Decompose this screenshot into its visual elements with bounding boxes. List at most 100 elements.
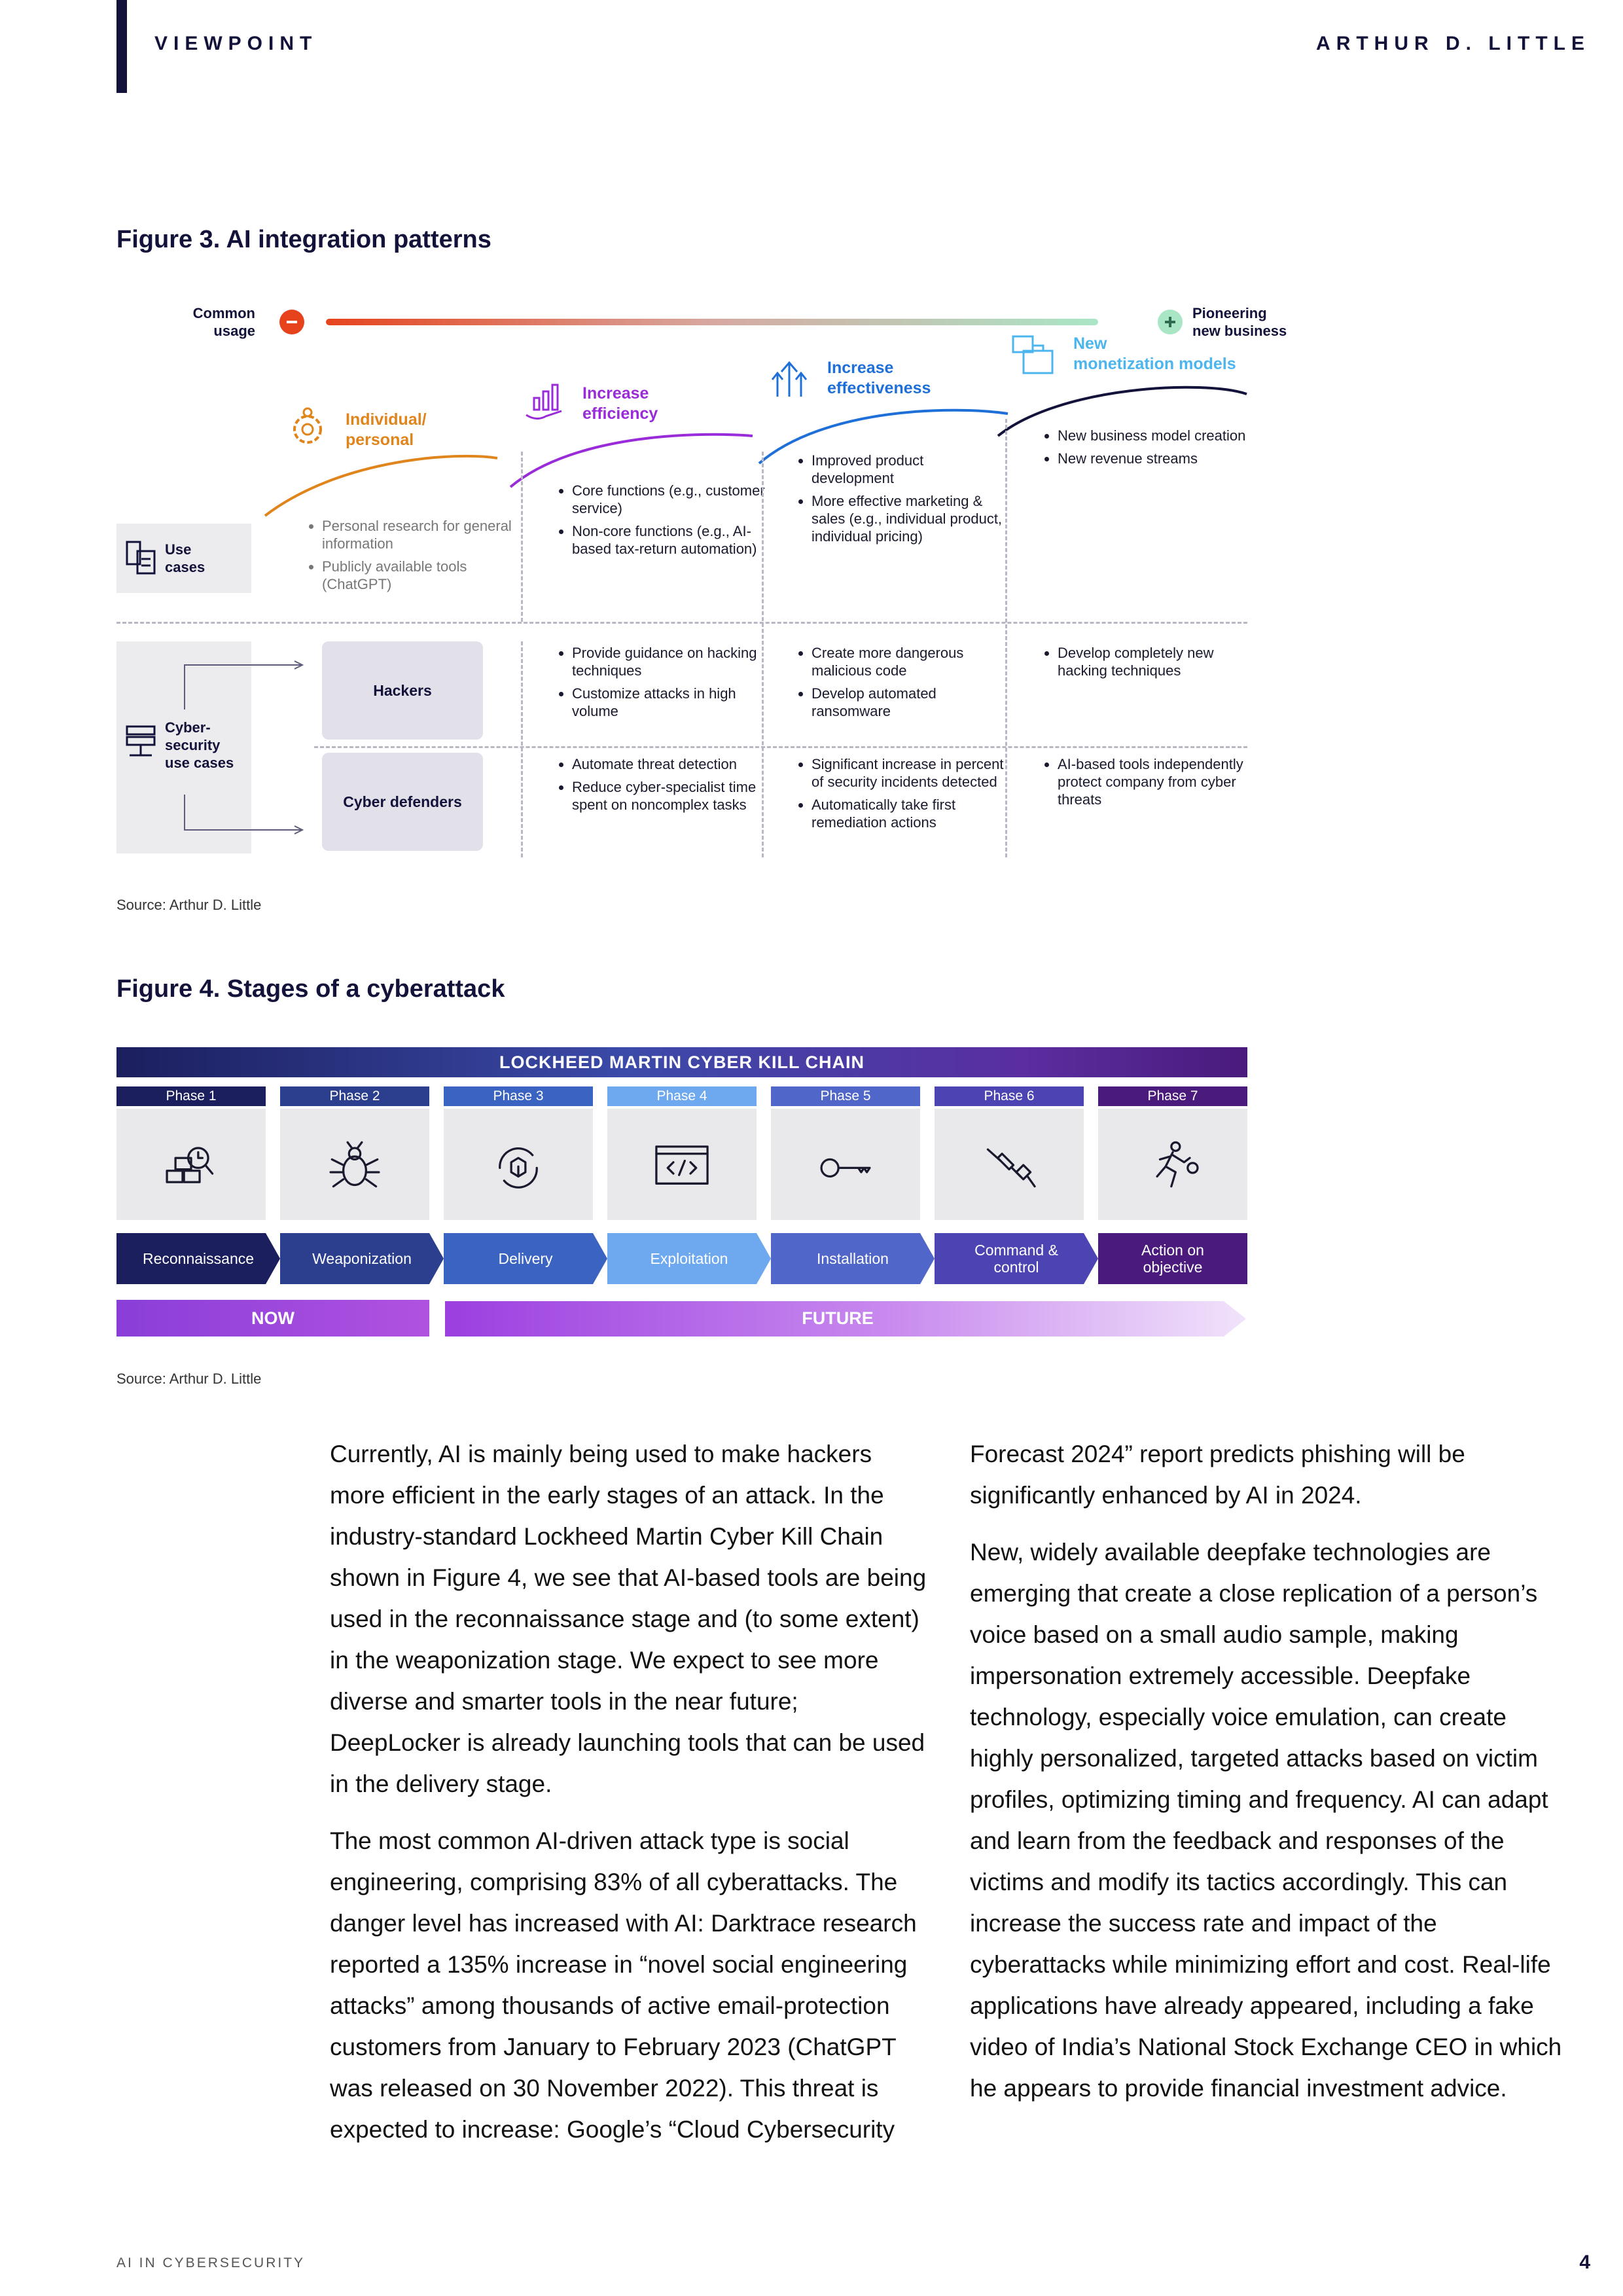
footer-section: AI IN CYBERSECURITY: [116, 2255, 306, 2270]
list-item: New revenue streams: [1058, 450, 1254, 467]
header-bar: [116, 0, 127, 93]
money-briefcase-icon: [1012, 335, 1054, 374]
divider: [116, 622, 1247, 624]
use-cases-label: Use cases: [165, 541, 205, 575]
use-cases-efficiency: Core functions (e.g., customer service) …: [558, 482, 768, 563]
efficiency-chart-icon: [526, 384, 562, 420]
plus-icon: [1158, 310, 1183, 334]
effectiveness-arrows-icon: [771, 361, 808, 397]
stage-label: Exploitation: [607, 1233, 771, 1284]
phase-label: Phase 3: [444, 1086, 593, 1106]
list-item: AI-based tools independently protect com…: [1058, 755, 1254, 808]
list-item: Create more dangerous malicious code: [812, 644, 1008, 679]
stage-label: Installation: [771, 1233, 935, 1284]
server-icon: [126, 725, 156, 757]
kill-chain-phase: Phase 1 Reconnaissance: [116, 1086, 280, 1284]
category-monetization: New monetization models: [1073, 334, 1236, 373]
stage-label: Delivery: [444, 1233, 607, 1284]
stage-label: Action on objective: [1098, 1233, 1247, 1284]
hackers-effectiveness: Create more dangerous malicious code Dev…: [797, 644, 1008, 725]
hackers-efficiency: Provide guidance on hacking techniques C…: [558, 644, 768, 725]
key-icon: [820, 1158, 871, 1178]
phase-icon-box: [444, 1109, 593, 1220]
kill-chain-phases: Phase 1 Reconnaissance Phase 2 Weaponizatio…: [116, 1086, 1247, 1284]
divider: [1005, 419, 1007, 857]
divider: [762, 452, 764, 857]
phase-icon-box: [116, 1109, 266, 1220]
list-item: Reduce cyber-specialist time spent on no…: [572, 778, 768, 814]
figure3-title: Figure 3. AI integration patterns: [116, 226, 491, 253]
defenders-monetization: AI-based tools independently protect com…: [1043, 755, 1254, 814]
phase-label: Phase 6: [935, 1086, 1084, 1106]
phase-label: Phase 5: [771, 1086, 920, 1106]
phase-icon-box: [1098, 1109, 1247, 1220]
section-label: VIEWPOINT: [154, 33, 318, 54]
list-item: Automatically take first remediation act…: [812, 796, 1008, 831]
use-cases-individual: Personal research for general informatio…: [308, 517, 531, 598]
list-item: Non-core functions (e.g., AI-based tax-r…: [572, 522, 768, 558]
list-item: Core functions (e.g., customer service): [572, 482, 768, 517]
stage-label: Reconnaissance: [116, 1233, 280, 1284]
stage-label: Weaponization: [280, 1233, 444, 1284]
figure4-title: Figure 4. Stages of a cyberattack: [116, 975, 505, 1003]
paragraph: Currently, AI is mainly being used to ma…: [330, 1441, 927, 1797]
body-column-1: Currently, AI is mainly being used to ma…: [330, 1433, 932, 2166]
cyber-label: Cyber- security use cases: [165, 719, 234, 771]
kill-chain-phase: Phase 6 Command & control: [935, 1086, 1098, 1284]
list-item: Personal research for general informatio…: [322, 517, 531, 552]
usage-scale: [279, 310, 1183, 334]
divider: [314, 746, 1247, 748]
phase-icon-box: [771, 1109, 920, 1220]
scale-left-label: Common usage: [192, 305, 255, 339]
phase-icon-box: [280, 1109, 429, 1220]
figure3-source: Source: Arthur D. Little: [116, 897, 262, 913]
package-cycle-icon: [499, 1147, 538, 1189]
defenders-box: Cyber defenders: [322, 753, 483, 851]
category-individual: Individual/ personal: [346, 410, 427, 449]
hackers-monetization: Develop completely new hacking technique…: [1043, 644, 1254, 685]
use-cases-row-label: Use cases: [116, 524, 251, 593]
phase-label: Phase 1: [116, 1086, 266, 1106]
brand-label: ARTHUR D. LITTLE: [1316, 33, 1590, 54]
use-cases-icon: [126, 541, 156, 575]
hackers-box: Hackers: [322, 641, 483, 740]
phase-label: Phase 4: [607, 1086, 757, 1106]
phase-label: Phase 2: [280, 1086, 429, 1106]
list-item: Customize attacks in high volume: [572, 685, 768, 720]
category-efficiency: Increase efficiency: [582, 384, 658, 423]
list-item: New business model creation: [1058, 427, 1254, 444]
now-bar: NOW: [116, 1300, 429, 1336]
minus-icon: [279, 310, 304, 334]
bug-icon: [329, 1141, 380, 1188]
scale-right-label: Pioneering new business: [1192, 305, 1287, 339]
paragraph: New, widely available deepfake technolog…: [970, 1539, 1562, 2102]
list-item: Publicly available tools (ChatGPT): [322, 558, 531, 593]
page-number: 4: [1579, 2251, 1590, 2273]
paragraph: The most common AI-driven attack type is…: [330, 1827, 917, 2143]
defenders-effectiveness: Significant increase in percent of secur…: [797, 755, 1008, 836]
future-label: FUTURE: [802, 1308, 874, 1328]
paragraph: Forecast 2024” report predicts phishing …: [970, 1441, 1465, 1509]
kill-chain-banner: LOCKHEED MARTIN CYBER KILL CHAIN: [116, 1047, 1247, 1077]
future-arrow: [445, 1301, 1246, 1336]
plug-icon: [986, 1148, 1036, 1188]
runner-icon: [1156, 1141, 1199, 1188]
defenders-efficiency: Automate threat detection Reduce cyber-s…: [558, 755, 768, 819]
body-column-2: Forecast 2024” report predicts phishing …: [970, 1433, 1572, 2125]
phase-label: Phase 7: [1098, 1086, 1247, 1106]
phase-icon-box: [935, 1109, 1084, 1220]
kill-chain-phase: Phase 3 Delivery: [444, 1086, 607, 1284]
kill-chain-phase: Phase 2 Weaponization: [280, 1086, 444, 1284]
stage-label: Command & control: [935, 1233, 1098, 1284]
kill-chain-phase: Phase 4 Exploitation: [607, 1086, 771, 1284]
list-item: Significant increase in percent of secur…: [812, 755, 1008, 791]
gear-person-icon: [293, 407, 322, 444]
list-item: Develop completely new hacking technique…: [1058, 644, 1254, 679]
cyber-connector-arrows: [184, 660, 304, 834]
list-item: More effective marketing & sales (e.g., …: [812, 492, 1008, 545]
reconnaissance-icon: [166, 1147, 214, 1183]
kill-chain-phase: Phase 5 Installation: [771, 1086, 935, 1284]
list-item: Provide guidance on hacking techniques: [572, 644, 768, 679]
divider: [521, 641, 523, 857]
list-item: Improved product development: [812, 452, 1008, 487]
